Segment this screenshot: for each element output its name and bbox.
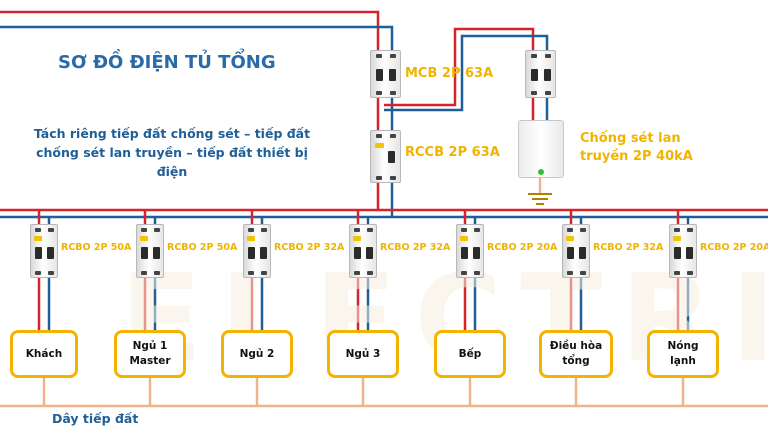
ground-wire-label: Dây tiếp đất — [52, 411, 139, 426]
rcbo-breaker — [136, 224, 164, 278]
branch-wires — [37, 210, 690, 406]
load-label: Ngủ 3 — [345, 347, 381, 360]
rccb-label: RCCB 2P 63A — [405, 145, 500, 160]
surge-protector-device — [518, 120, 564, 178]
incoming-phase-wire — [0, 10, 380, 50]
load-label: Nóng lạnh — [667, 340, 699, 367]
rcbo-label: RCBO 2P 32A — [274, 242, 345, 253]
load-box: Khách — [10, 330, 78, 378]
rcbo-label: RCBO 2P 20A — [700, 242, 768, 253]
spd-ground-symbol — [528, 193, 552, 205]
main-mcb-breaker — [370, 50, 401, 98]
rcbo-label: RCBO 2P 20A — [487, 242, 558, 253]
load-box: Ngủ 3 — [327, 330, 399, 378]
spd-neutral-wire — [384, 34, 549, 112]
surge-protector-label: Chống sét lan truyền 2P 40kA — [580, 131, 693, 164]
main-mcb-label: MCB 2P 63A — [405, 66, 494, 81]
spd-mcb-breaker — [525, 50, 556, 98]
grounding-note: Tách riêng tiếp đất chống sét – tiếp đất… — [33, 126, 311, 179]
rccb-breaker — [370, 130, 401, 183]
rcbo-label: RCBO 2P 50A — [167, 242, 238, 253]
rcbo-breaker — [456, 224, 484, 278]
rcbo-breaker — [243, 224, 271, 278]
load-box: Điều hòa tổng — [539, 330, 613, 378]
rcbo-breaker — [562, 224, 590, 278]
rcbo-label: RCBO 2P 32A — [593, 242, 664, 253]
load-box: Nóng lạnh — [647, 330, 719, 378]
rcbo-label: RCBO 2P 32A — [380, 242, 451, 253]
load-box: Ngủ 1 Master — [114, 330, 186, 378]
load-box: Ngủ 2 — [221, 330, 293, 378]
load-label: Bếp — [458, 347, 482, 360]
rcbo-breaker — [30, 224, 58, 278]
load-box: Bếp — [434, 330, 506, 378]
rcbo-breaker — [349, 224, 377, 278]
page-title: SƠ ĐỒ ĐIỆN TỦ TỔNG — [58, 52, 276, 73]
load-label: Ngủ 1 Master — [129, 340, 171, 367]
load-label: Khách — [25, 347, 63, 360]
rcbo-breaker — [669, 224, 697, 278]
rcbo-label: RCBO 2P 50A — [61, 242, 132, 253]
load-label: Ngủ 2 — [239, 347, 275, 360]
load-label: Điều hòa tổng — [549, 340, 603, 367]
incoming-neutral-wire — [0, 25, 394, 50]
